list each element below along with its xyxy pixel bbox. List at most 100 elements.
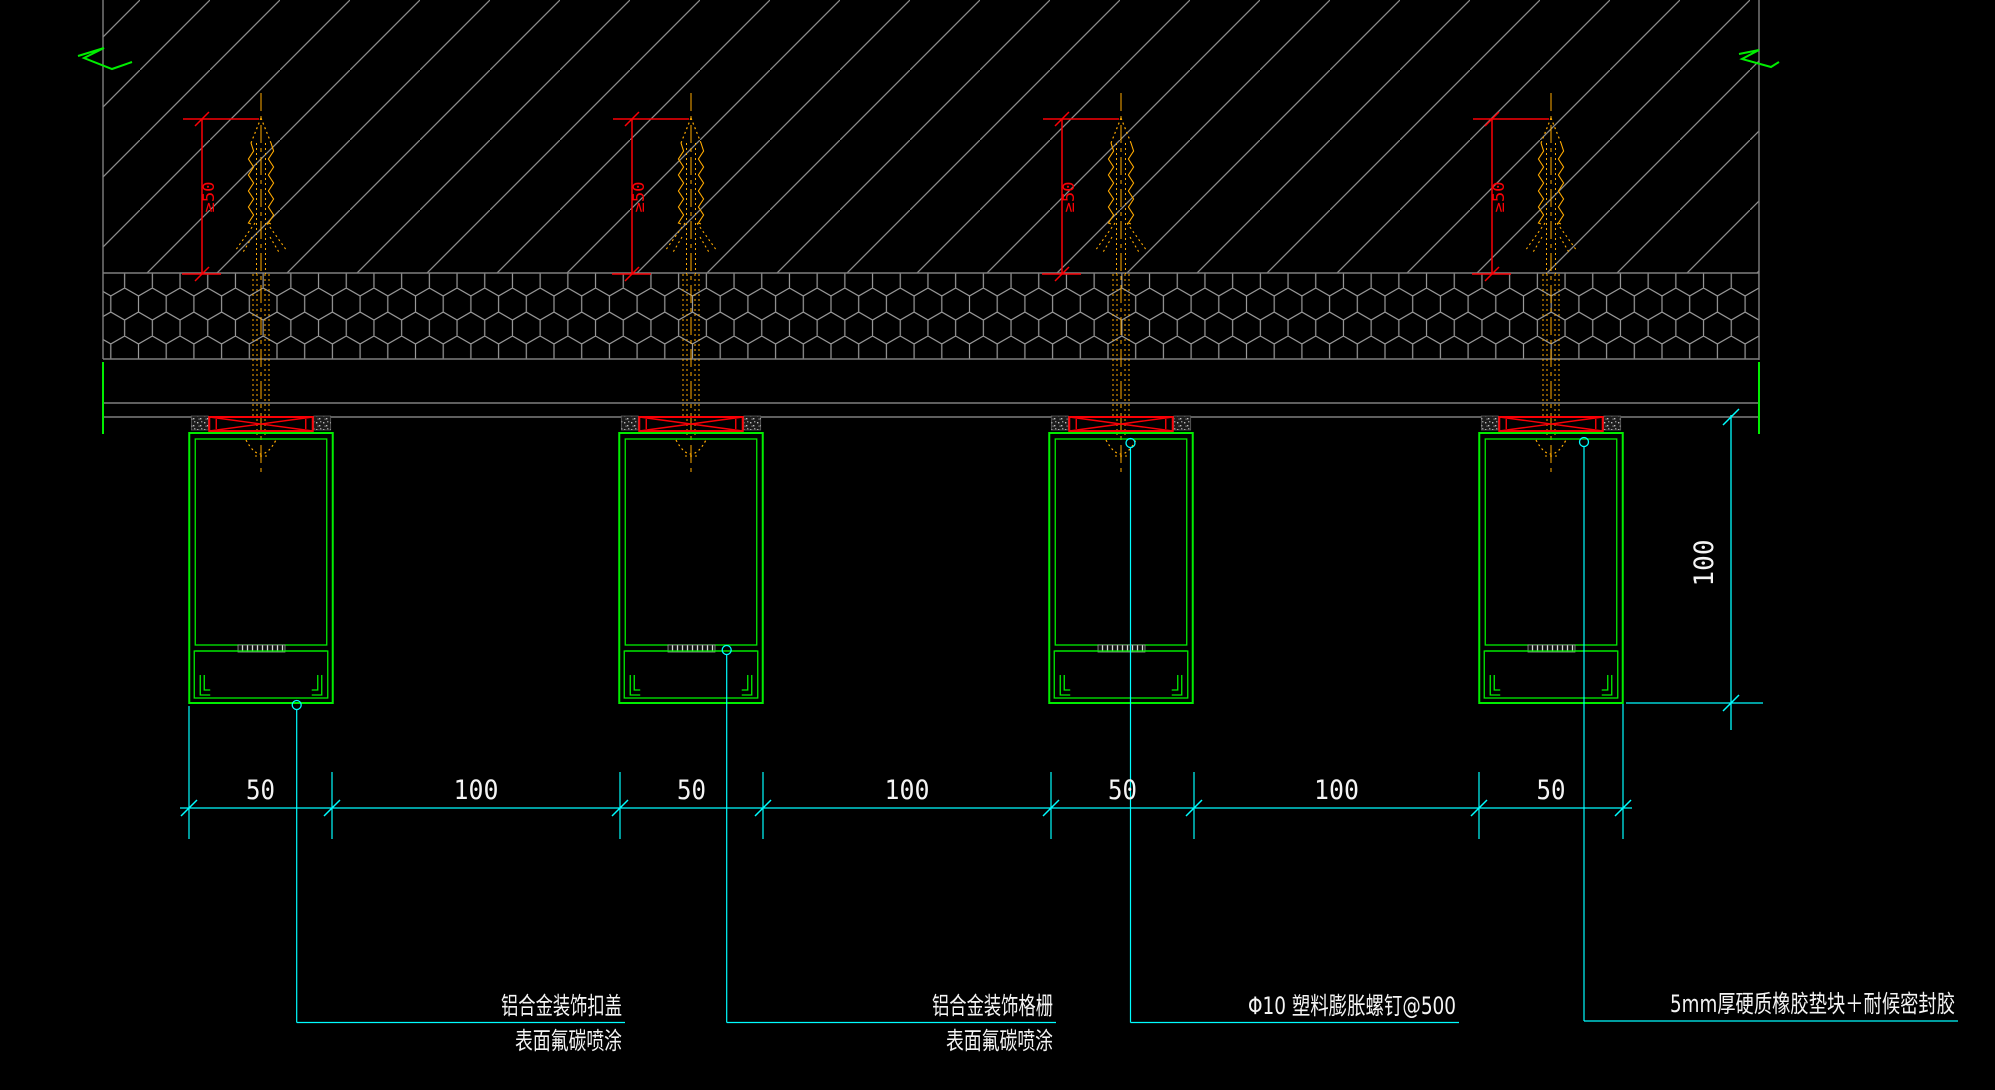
callout-2-text-line-2: 表面氟碳喷涂: [946, 1027, 1053, 1055]
anchor-expansion-fin: [266, 222, 288, 255]
callout-4: [1578, 436, 1958, 1022]
insulation-honeycomb-hatch: [103, 273, 1759, 359]
cap-hook-left: [1489, 675, 1501, 696]
profile-outer-tube: [618, 432, 764, 704]
anchor-sleeve-below-wall: [252, 274, 270, 416]
cap-hook-left: [199, 675, 211, 696]
adhesive-brace-cross: [1069, 416, 1173, 432]
fixing-assembly-1: [190, 415, 332, 432]
plastic-expansion-anchor-3: [1094, 93, 1148, 473]
bottom-dim-tick-6: [1185, 799, 1203, 817]
grille-profile-4: [1478, 432, 1624, 704]
anchor-sleeve-ribs-left: [1537, 142, 1545, 225]
anchor-sleeve-below-wall: [682, 274, 700, 416]
anchor-sleeve-ribs-left: [247, 142, 255, 225]
rubber-pad-block-left: [190, 415, 209, 431]
cap-hook-right: [1171, 675, 1183, 696]
anchor-expansion-fin: [234, 222, 256, 255]
linear-dimensions: [180, 408, 1763, 839]
grille-profile-3: [1048, 432, 1194, 704]
embed-dim-text: ≥50: [629, 182, 648, 213]
anchor-rod-below-wall: [1546, 274, 1556, 435]
rubber-pad-block-left: [1050, 415, 1069, 431]
embed-dim-ticks: [1054, 111, 1070, 282]
anchor-sleeve-ribs-right: [267, 142, 275, 225]
embed-dim-1: ≥50: [182, 111, 259, 282]
anchor-expansion-fin: [1524, 222, 1546, 255]
anchor-rod-in-wall: [1116, 143, 1126, 274]
bottom-dim-text-7: 50: [1537, 775, 1566, 806]
cover-cap-chamber: [1053, 650, 1189, 699]
bottom-dim-tick-3: [611, 799, 629, 817]
cover-cap-chamber: [623, 650, 759, 699]
anchor-expansion-fin: [1126, 222, 1148, 255]
embed-dim-text: ≥50: [1059, 182, 1078, 213]
callout-4-text-line-1: 5mm厚硬质橡胶垫块＋耐候密封胶: [1670, 990, 1955, 1018]
rubber-pad-block-right: [1173, 415, 1192, 431]
anchor-sleeve-below-wall: [1542, 274, 1560, 416]
adhesive-brace-end-bars: [1075, 419, 1167, 429]
callout-1-text-line-1: 铝合金装饰扣盖: [501, 992, 622, 1020]
anchor-expansion-fin: [1556, 222, 1578, 255]
rubber-pad-block-right: [313, 415, 332, 431]
grille-profile-2: [618, 432, 764, 704]
embed-dim-ticks: [194, 111, 210, 282]
plastic-expansion-anchor-1: [234, 93, 288, 473]
cap-hook-right: [1601, 675, 1613, 696]
fixing-assembly-2: [620, 415, 762, 432]
bottom-dim-tick-4: [754, 799, 772, 817]
callout-2-text-line-1: 铝合金装饰格栅: [932, 992, 1053, 1020]
callout-3: [1125, 437, 1459, 1024]
anchor-sleeve-ribs-left: [677, 142, 685, 225]
callout-2: [721, 644, 1056, 1024]
embed-dim-text: ≥50: [199, 182, 218, 213]
callout-1-text-line-2: 表面氟碳喷涂: [515, 1027, 622, 1055]
bottom-dim-text-5: 50: [1108, 775, 1137, 806]
leader-attach-circle: [291, 699, 302, 711]
anchor-rod-in-wall: [1546, 143, 1556, 274]
anchor-head-dome: [1105, 439, 1137, 455]
fixing-assembly-3: [1050, 415, 1192, 432]
left-break-mark-icon: [77, 47, 133, 71]
adhesive-brace-end-bars: [1505, 419, 1597, 429]
rubber-gasket-strip: [1527, 644, 1576, 653]
anchor-sleeve-ribs-left: [1107, 142, 1115, 225]
anchor-sleeve-ribs-right: [1127, 142, 1135, 225]
anchor-sleeve-ribs-right: [1557, 142, 1565, 225]
bottom-dim-text-2: 100: [454, 775, 499, 806]
plastic-expansion-anchor-4: [1524, 93, 1578, 473]
embed-dim-ticks: [624, 111, 640, 282]
adhesive-brace-cross: [209, 416, 313, 432]
expansion-anchors: [234, 93, 1578, 473]
anchor-expansion-fin: [664, 222, 686, 255]
profile-outer-tube: [1478, 432, 1624, 704]
right-break-mark-icon: [1738, 49, 1780, 69]
embed-dim-2: ≥50: [612, 111, 689, 282]
anchor-head-dome: [675, 439, 707, 455]
anchor-head-dome: [1535, 439, 1567, 455]
cover-cap-chamber: [193, 650, 329, 699]
bottom-dim-tick-5: [1042, 799, 1060, 817]
fixing-assemblies: [190, 415, 1622, 432]
adhesive-brace-outline: [208, 416, 314, 432]
anchor-rod-below-wall: [1116, 274, 1126, 435]
rubber-pad-block-left: [620, 415, 639, 431]
rubber-gasket-strip: [667, 644, 716, 653]
bottom-dim-tick-2: [323, 799, 341, 817]
anchor-rod-below-wall: [256, 274, 266, 435]
embed-dim-3: ≥50: [1042, 111, 1119, 282]
anchor-rod-in-wall: [686, 143, 696, 274]
concrete-hatch: [103, 0, 1759, 273]
bottom-dim-text-3: 50: [677, 775, 706, 806]
anchor-head-dome: [245, 439, 277, 455]
profile-outer-tube: [188, 432, 334, 704]
rubber-gasket-strip: [237, 644, 286, 653]
right-dim-text: 100: [1689, 540, 1720, 587]
adhesive-brace-end-bars: [645, 419, 737, 429]
profile-outer-tube: [1048, 432, 1194, 704]
cover-cap-chamber: [1483, 650, 1619, 699]
rubber-gasket-strip: [1097, 644, 1146, 653]
anchor-sleeve-below-wall: [1112, 274, 1130, 416]
